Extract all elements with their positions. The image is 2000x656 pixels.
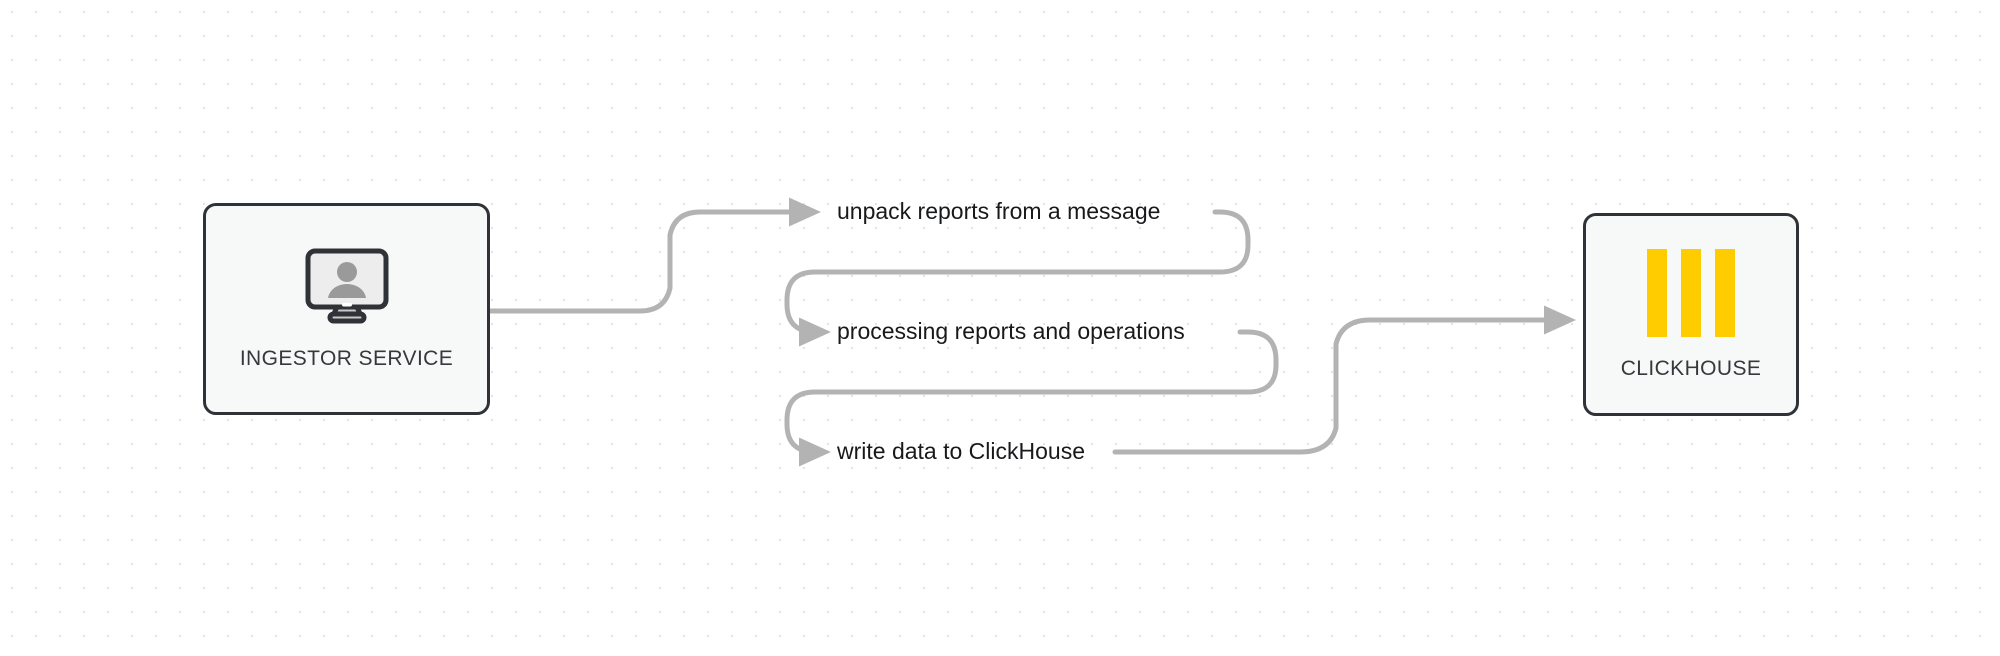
edge-path-unpack-to-processing [784,209,1251,347]
monitor-user-icon [305,248,389,329]
edge-label-write-data: write data to ClickHouse [837,438,1085,464]
edge-label-processing-reports: processing reports and operations [837,318,1185,344]
node-label-ingestor: INGESTOR SERVICE [239,346,454,370]
edge-path-write-to-clickhouse [1112,305,1576,455]
node-clickhouse[interactable]: CLICKHOUSE [1583,213,1799,416]
node-ingestor-service[interactable]: INGESTOR SERVICE [203,203,490,415]
node-label-clickhouse: CLICKHOUSE [1620,356,1762,380]
edge-label-unpack-reports: unpack reports from a message [837,198,1161,224]
clickhouse-bar-2 [1681,248,1701,337]
clickhouse-bars-icon [1647,248,1735,337]
clickhouse-bar-3 [1715,248,1735,337]
edge-path-ingestor-to-unpack [487,197,821,314]
clickhouse-bar-1 [1647,248,1667,337]
edge-path-processing-to-write [784,329,1279,467]
